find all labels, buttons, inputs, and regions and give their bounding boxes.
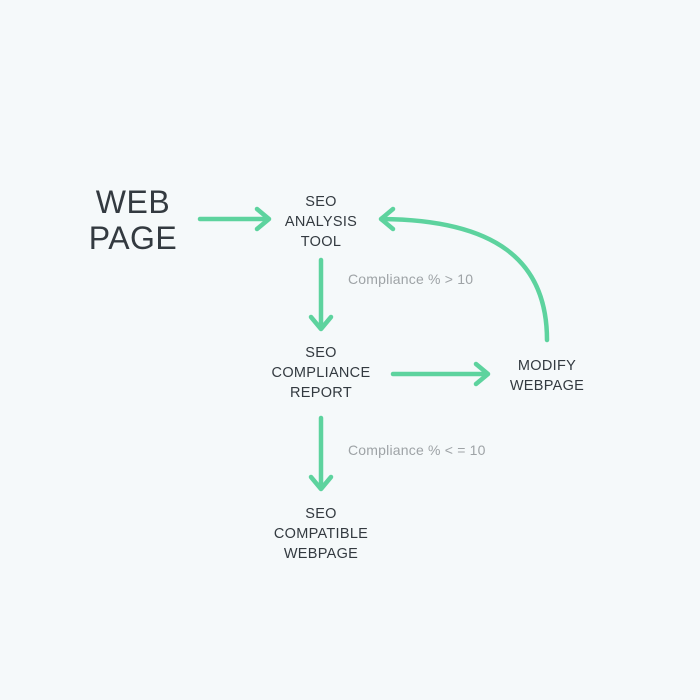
arrow-analysis-to-report	[308, 257, 334, 332]
node-seo-compatible-webpage: SEO COMPATIBLE WEBPAGE	[256, 504, 386, 564]
node-seo-compliance-report: SEO COMPLIANCE REPORT	[256, 343, 386, 403]
node-report-line-2: COMPLIANCE	[271, 365, 371, 381]
node-analysis-line-3: TOOL	[300, 234, 342, 250]
node-modify-webpage: MODIFY WEBPAGE	[492, 356, 602, 396]
node-report-line-3: REPORT	[290, 385, 352, 401]
arrow-report-to-modify	[390, 361, 491, 387]
node-web-page-line-1: WEB	[95, 184, 171, 220]
node-analysis-line-2: ANALYSIS	[284, 214, 358, 230]
condition-compliance-gt-10: Compliance % > 10	[348, 271, 474, 287]
node-web-page: WEB PAGE	[82, 184, 184, 256]
node-modify-line-2: WEBPAGE	[509, 378, 585, 394]
arrow-modify-to-analysis	[378, 206, 550, 343]
arrow-report-to-compatible	[308, 415, 334, 492]
node-seo-analysis-tool: SEO ANALYSIS TOOL	[266, 192, 376, 252]
condition-compliance-lte-10: Compliance % < = 10	[348, 442, 486, 458]
node-compatible-line-2: COMPATIBLE	[273, 526, 369, 542]
node-compatible-line-3: WEBPAGE	[283, 546, 359, 562]
node-analysis-line-1: SEO	[305, 194, 337, 210]
node-compatible-line-1: SEO	[305, 506, 337, 522]
node-web-page-line-2: PAGE	[88, 220, 178, 256]
arrow-webpage-to-analysis	[197, 206, 272, 232]
node-modify-line-1: MODIFY	[517, 358, 577, 374]
node-report-line-1: SEO	[305, 345, 337, 361]
